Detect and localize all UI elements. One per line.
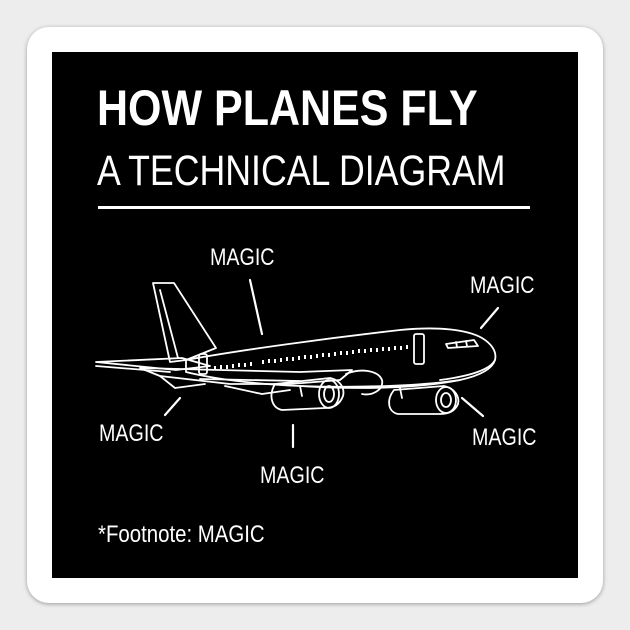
title-underline — [98, 206, 530, 209]
leader-line-right-engine — [460, 396, 485, 418]
poster-panel — [52, 52, 578, 578]
callout-nose: MAGIC — [470, 272, 535, 299]
callout-left-wing: MAGIC — [99, 420, 164, 447]
footnote-text: *Footnote: MAGIC — [98, 521, 265, 548]
leader-line-top — [248, 278, 264, 336]
cabin-windows — [214, 345, 408, 370]
title-heading: HOW PLANES FLY — [97, 80, 478, 136]
main-wing — [139, 367, 353, 385]
forward-door — [413, 333, 425, 365]
callout-bottom: MAGIC — [260, 462, 325, 489]
tail-fin — [152, 282, 217, 363]
aft-door — [198, 353, 208, 375]
engine-right — [388, 385, 460, 415]
leader-line-nose — [479, 306, 500, 330]
title-subheading: A TECHNICAL DIAGRAM — [97, 147, 506, 195]
leader-line-left-wing — [163, 396, 182, 417]
callout-right-engine: MAGIC — [472, 424, 537, 451]
callout-top: MAGIC — [210, 244, 275, 271]
cockpit-window — [445, 339, 479, 349]
